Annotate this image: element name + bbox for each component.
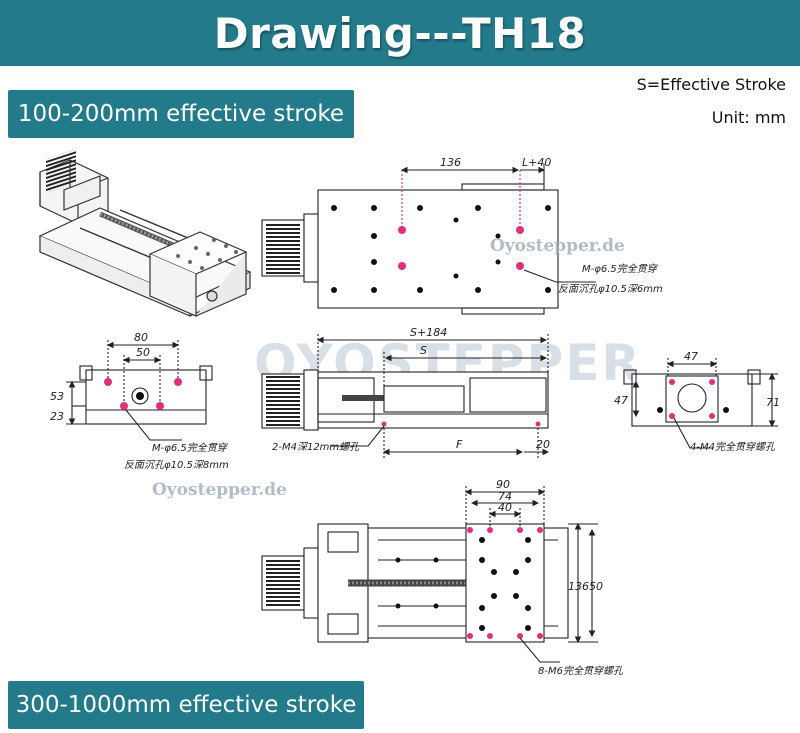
left-hole-note-1: M-φ6.5完全贯穿 xyxy=(152,442,229,454)
side-hole-note: 2-M4深12mm螺孔 xyxy=(272,441,360,453)
unit-note: Unit: mm xyxy=(711,108,786,127)
left-end-view xyxy=(66,340,213,441)
watermark-left: Oyostepper.de xyxy=(152,480,287,500)
isometric-view xyxy=(38,149,252,317)
right-hole-note: 4-M4完全贯穿螺孔 xyxy=(690,441,776,453)
dim-47-left: 47 xyxy=(614,394,628,407)
top-section-label: 100-200mm effective stroke xyxy=(8,90,354,138)
top-view xyxy=(261,164,596,315)
dim-s: S xyxy=(420,344,427,357)
title-bar: Drawing---TH18 xyxy=(0,0,800,66)
dim-23: 23 xyxy=(50,410,64,423)
dim-40: 40 xyxy=(498,501,512,514)
page-title: Drawing---TH18 xyxy=(213,8,587,58)
dim-136-50: 13650 xyxy=(568,580,603,593)
dim-80: 80 xyxy=(134,331,148,344)
dim-50: 50 xyxy=(136,346,150,359)
bottom-hole-note: 8-M6完全贯穿螺孔 xyxy=(538,665,624,677)
dim-136: 136 xyxy=(440,156,461,169)
dim-74: 74 xyxy=(498,490,512,503)
dim-l40: L+40 xyxy=(522,156,551,169)
side-view xyxy=(261,334,550,458)
watermark-top: Oyostepper.de xyxy=(490,236,625,256)
bottom-view xyxy=(261,486,598,663)
top-hole-note-1: M-φ6.5完全贯穿 xyxy=(582,263,659,275)
dim-f: F xyxy=(456,438,463,451)
bottom-section-label: 300-1000mm effective stroke xyxy=(8,681,364,729)
right-end-view xyxy=(623,358,778,449)
stroke-note: S=Effective Stroke xyxy=(636,75,786,94)
left-hole-note-2: 反面沉孔φ10.5深8mm xyxy=(124,459,229,471)
dim-s184: S+184 xyxy=(410,326,447,339)
dim-90: 90 xyxy=(496,478,510,491)
dim-71: 71 xyxy=(766,396,780,409)
dim-20: 20 xyxy=(536,438,550,451)
dim-47-top: 47 xyxy=(684,350,698,363)
dim-53: 53 xyxy=(50,390,64,403)
top-hole-note-2: 反面沉孔φ10.5深6mm xyxy=(558,283,663,295)
